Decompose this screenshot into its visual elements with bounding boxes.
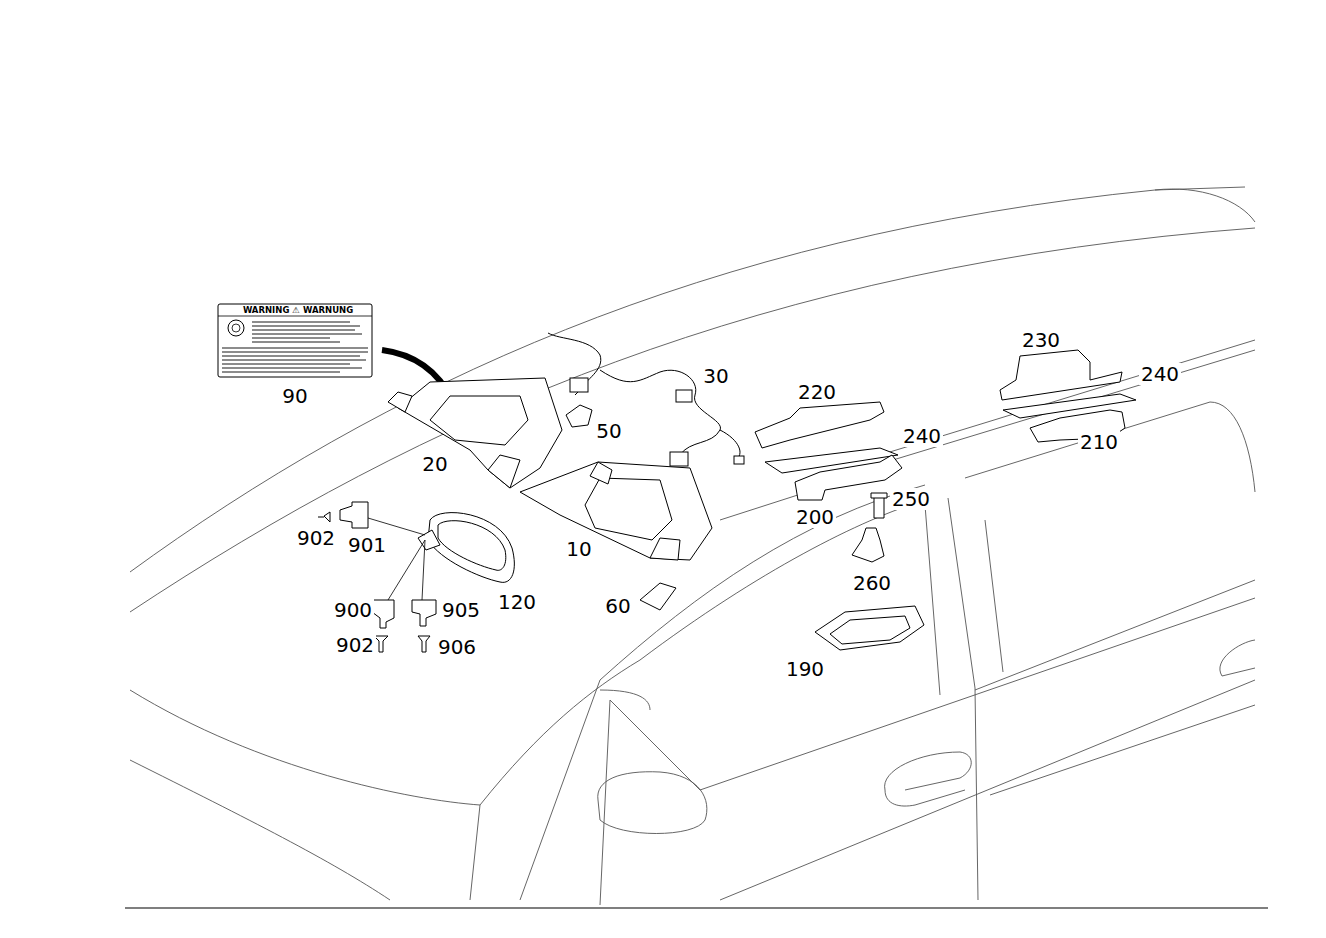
callout-number: 902 [295,527,337,549]
warning-label: WARNING ⚠ WARNUNG [218,304,378,377]
callout-number: 906 [436,636,478,658]
callout-number: 10 [564,538,593,560]
callout-number: 210 [1078,431,1120,453]
callout-number: 902 [334,634,376,656]
callout-number: 260 [851,572,893,594]
callout-number: 30 [701,365,730,387]
callout-number: 190 [784,658,826,680]
callout-number: 901 [346,534,388,556]
callout-number: 250 [890,488,932,510]
callout-number: 240 [901,425,943,447]
callout-number: 200 [794,506,836,528]
callout-number: 230 [1020,329,1062,351]
callout-number: 60 [603,595,632,617]
callout-number: 20 [420,453,449,475]
callout-number: 220 [796,381,838,403]
callout-number: 905 [440,599,482,621]
callout-number: 50 [594,420,623,442]
callout-number: 900 [332,599,374,621]
callout-number: 90 [280,385,309,407]
callout-number: 240 [1139,363,1181,385]
callout-number: 120 [496,591,538,613]
label-heading: WARNING ⚠ WARNUNG [218,305,378,316]
